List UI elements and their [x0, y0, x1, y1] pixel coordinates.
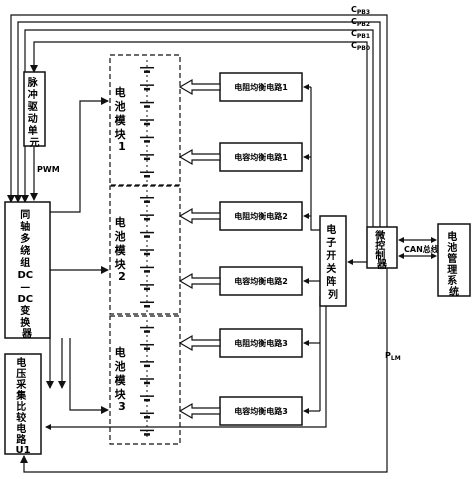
balance-circuit-label: 电阻均衡电路2 [234, 211, 288, 221]
balance-arrow [178, 272, 221, 290]
battery-module-1-frame [109, 54, 181, 186]
balance-circuit-label: 电容均衡电路2 [234, 276, 288, 286]
voltage-compare-label: 电 压 采 集 比 较 电 路 U1 [15, 356, 30, 456]
balance-arrow [178, 207, 221, 225]
balance-circuit-label: 电阻均衡电路3 [234, 338, 288, 348]
plm-line [20, 268, 388, 473]
balance-circuit-2: 电容均衡电路1 [178, 142, 311, 172]
balance-circuit-1: 电阻均衡电路1 [178, 72, 311, 102]
plm-label: PLM [385, 351, 401, 362]
control-bus-labels: CPB3 CPB2 CPB1 CPB0 [351, 5, 370, 52]
control-bus [7, 14, 388, 227]
can-bus [398, 237, 437, 259]
dcdc-converter: 同 轴 多 绕 组 DC — DC 变 换 器 [4, 201, 51, 340]
battery-modules: 电 池 模 块 1 电 池 模 块 2 电 池 模 块 3 [109, 54, 181, 445]
balance-circuit-5: 电阻均衡电路3 [178, 328, 320, 358]
voltage-compare-circuit: 电 压 采 集 比 较 电 路 U1 [4, 353, 42, 456]
feedback-line [45, 306, 327, 430]
pulse-driver-unit: 脉 冲 驱 动 单 元 [23, 71, 46, 149]
balance-circuit-label: 电容均衡电路1 [234, 152, 288, 162]
balance-circuit-label: 电容均衡电路3 [234, 406, 288, 416]
battery-management-system: 电 池 管 理 系 统 [437, 223, 471, 298]
balance-circuit-4: 电容均衡电路2 [178, 266, 320, 296]
battery-module-3-label: 电 池 模 块 3 [115, 345, 130, 413]
battery-module-2-label: 电 池 模 块 2 [115, 215, 130, 283]
switch-array-wiring [310, 87, 321, 411]
cpb0-label: CPB0 [351, 41, 370, 52]
cpb2-label: CPB2 [351, 17, 370, 28]
mcu-label: 微 控 制 器 [374, 229, 388, 271]
balance-arrow [178, 78, 221, 96]
can-bus-label: CAN总线 [404, 244, 439, 254]
balance-circuit-box [219, 72, 303, 102]
battery-module-1-label: 电 池 模 块 1 [115, 85, 130, 153]
battery-module-3-frame [109, 315, 181, 445]
cpb3-label: CPB3 [351, 5, 370, 16]
electronic-switch-array: 电 子 开 关 阵 列 [319, 215, 347, 307]
battery-module-2-frame [109, 185, 181, 315]
dcdc-label: 同 轴 多 绕 组 DC — DC 变 换 器 [17, 209, 36, 340]
balance-circuit-box [219, 201, 303, 231]
balance-circuit-3: 电阻均衡电路2 [178, 201, 311, 231]
pulse-driver-label: 脉 冲 驱 动 单 元 [27, 76, 41, 149]
switch-array-label: 电 子 开 关 阵 列 [326, 223, 339, 301]
microcontroller: 微 控 制 器 [366, 226, 398, 271]
battery-cells [140, 60, 154, 440]
balance-circuit-6: 电容均衡电路3 [178, 396, 320, 426]
balance-arrow [178, 334, 221, 352]
balance-circuit-box [219, 142, 303, 172]
balance-circuit-box [219, 266, 303, 296]
balance-circuits: 电阻均衡电路1 电容均衡电路1 电阻均衡电路2 电容均衡电路2 电阻均衡电路3 电容均衡电… [178, 72, 321, 426]
pwm-label: PWM [37, 165, 60, 174]
balance-arrow [178, 402, 221, 420]
cpb1-label: CPB1 [351, 29, 370, 40]
balance-circuit-label: 电阻均衡电路1 [234, 82, 288, 92]
dcdc-to-module-lines [46, 97, 109, 414]
bms-label: 电 池 管 理 系 统 [447, 230, 460, 298]
balance-arrow [178, 148, 221, 166]
